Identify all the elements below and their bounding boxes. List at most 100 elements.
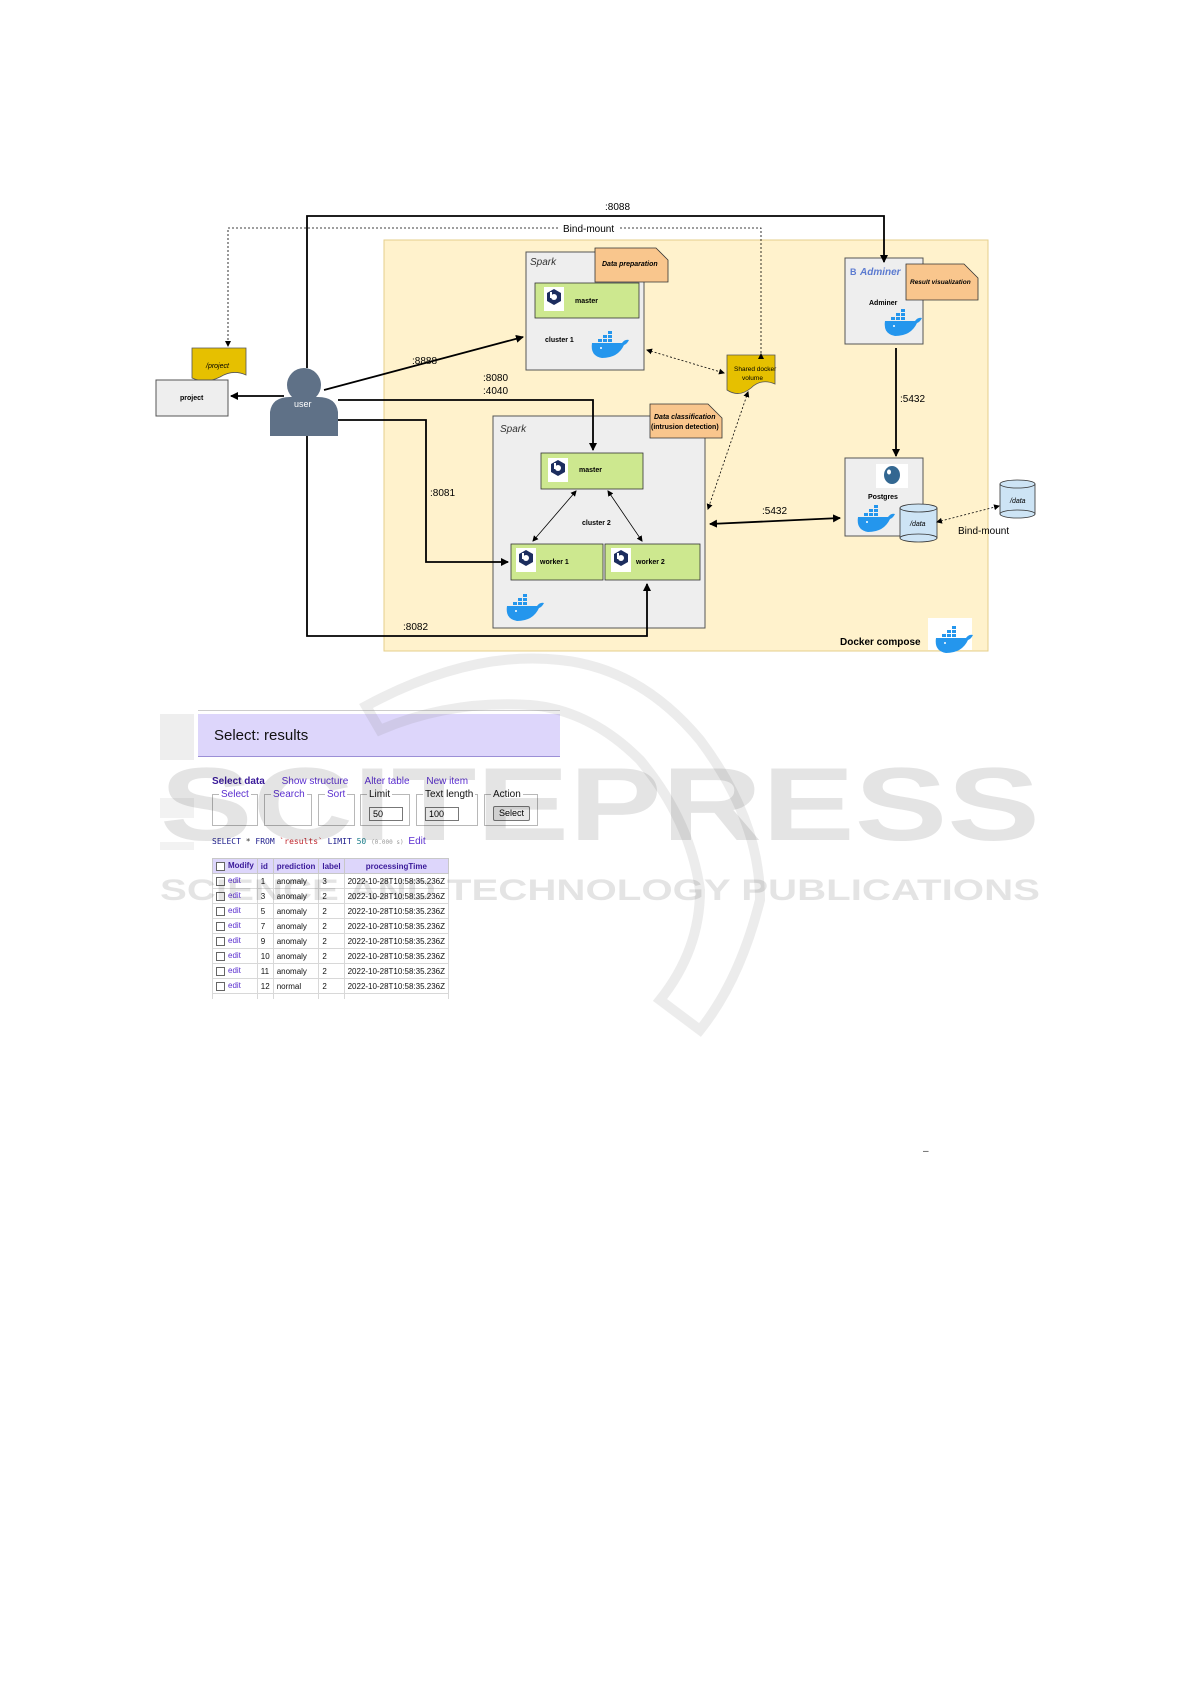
row-checkbox[interactable] xyxy=(216,936,225,946)
bind-mount-top: Bind-mount xyxy=(563,224,614,235)
cluster2-label: cluster 2 xyxy=(582,520,611,527)
cell-id: 7 xyxy=(256,918,274,934)
project-box xyxy=(155,379,229,417)
row-checkbox[interactable] xyxy=(216,921,225,931)
link-select-data[interactable]: Select data xyxy=(212,776,265,787)
row-edit-link[interactable]: edit xyxy=(228,981,241,991)
cell-prediction: anomaly xyxy=(272,888,320,904)
cell-label: 2 xyxy=(318,888,345,904)
shared-volume-line2: volume xyxy=(742,375,763,382)
sql-edit-link[interactable]: Edit xyxy=(408,836,426,847)
port-8888: :8888 xyxy=(412,356,437,367)
col-prediction[interactable]: prediction xyxy=(272,858,320,874)
cell-label: 2 xyxy=(318,933,345,949)
cluster1-note xyxy=(594,247,669,283)
row-modify-cell: edit xyxy=(212,948,258,964)
row-edit-link[interactable]: edit xyxy=(228,891,241,901)
cluster2-note xyxy=(649,403,723,439)
link-show-structure[interactable]: Show structure xyxy=(281,776,349,787)
cell-processing-time: 2022-10-28T10:58:35.236Z xyxy=(343,933,450,949)
port-8080: :8080 xyxy=(483,373,508,384)
col-id[interactable]: id xyxy=(256,858,274,874)
row-checkbox[interactable] xyxy=(216,981,225,991)
adminer-logo: Adminer xyxy=(859,267,902,278)
cell-processing-time: 2022-10-28T10:58:35.236Z xyxy=(343,873,450,889)
row-edit-link[interactable]: edit xyxy=(228,906,241,916)
search-legend[interactable]: Search xyxy=(271,789,307,800)
page-title: Select: results xyxy=(214,727,309,744)
row-edit-link[interactable]: edit xyxy=(228,951,241,961)
sql-query: SELECT * FROM `results` LIMIT 50 (0.000 … xyxy=(212,836,426,847)
row-edit-link[interactable]: edit xyxy=(228,876,241,886)
cell-label: 2 xyxy=(318,903,345,919)
cell-id: 12 xyxy=(256,978,274,994)
shared-volume-line1: Shared docker xyxy=(734,366,777,373)
cell-id: 5 xyxy=(256,903,274,919)
port-8082: :8082 xyxy=(403,622,428,633)
postgres-data-inner: /data xyxy=(909,521,926,528)
cell-prediction: anomaly xyxy=(272,918,320,934)
worker2-label: worker 2 xyxy=(635,559,665,566)
cell-id: 11 xyxy=(256,963,274,979)
cell-prediction: anomaly xyxy=(272,903,320,919)
limit-fieldset: Limit 50 xyxy=(360,789,410,826)
row-modify-cell: edit xyxy=(212,903,258,919)
select-legend[interactable]: Select xyxy=(219,789,251,800)
row-edit-link[interactable]: edit xyxy=(228,936,241,946)
link-alter-table[interactable]: Alter table xyxy=(364,776,410,787)
adminer-menu-strip xyxy=(160,714,194,760)
row-modify-cell: edit xyxy=(212,888,258,904)
cell-prediction: anomaly xyxy=(272,873,320,889)
cluster2-note-line1: Data classification xyxy=(654,414,715,421)
cell-processing-time: 2022-10-28T10:58:35.236Z xyxy=(343,978,450,994)
select-all-checkbox[interactable] xyxy=(216,861,225,871)
docker-compose-label: Docker compose xyxy=(840,637,921,648)
select-fieldset[interactable]: Select xyxy=(212,789,258,826)
row-modify-cell: edit xyxy=(212,963,258,979)
cell-processing-time: 2022-10-28T10:58:35.236Z xyxy=(343,918,450,934)
postgres-label: Postgres xyxy=(868,494,898,501)
cell-id: 10 xyxy=(256,948,274,964)
cell-processing-time: 2022-10-28T10:58:35.236Z xyxy=(343,963,450,979)
cell-processing-time: 2022-10-28T10:58:35.236Z xyxy=(343,948,450,964)
col-modify[interactable]: Modify xyxy=(212,858,258,874)
text-length-input[interactable]: 100 xyxy=(425,807,459,821)
action-fieldset: Action Select xyxy=(484,789,538,826)
port-4040: :4040 xyxy=(483,386,508,397)
worker1-label: worker 1 xyxy=(539,559,569,566)
col-label[interactable]: label xyxy=(318,858,345,874)
project-box-label: project xyxy=(180,395,204,402)
sort-legend[interactable]: Sort xyxy=(325,789,348,800)
cluster2-box xyxy=(492,415,706,629)
text-length-fieldset: Text length 100 xyxy=(416,789,478,826)
row-modify-cell: edit xyxy=(212,873,258,889)
row-checkbox[interactable] xyxy=(216,891,225,901)
adminer-note-text: Result visualization xyxy=(910,279,971,286)
limit-legend: Limit xyxy=(367,789,393,800)
row-checkbox[interactable] xyxy=(216,906,225,916)
link-new-item[interactable]: New item xyxy=(426,776,469,787)
row-checkbox[interactable] xyxy=(216,966,225,976)
cell-processing-time: 2022-10-28T10:58:35.236Z xyxy=(343,903,450,919)
row-modify-cell: edit xyxy=(212,918,258,934)
cell-id: 1 xyxy=(256,873,274,889)
row-checkbox[interactable] xyxy=(216,876,225,886)
select-button[interactable]: Select xyxy=(493,806,531,821)
sort-fieldset[interactable]: Sort xyxy=(318,789,355,826)
port-8081: :8081 xyxy=(430,488,455,499)
cluster2-note-line2: (intrusion detection) xyxy=(651,424,719,431)
row-edit-link[interactable]: edit xyxy=(228,921,241,931)
limit-input[interactable]: 50 xyxy=(369,807,403,821)
col-processing-time[interactable]: processingTime xyxy=(343,858,450,874)
search-fieldset[interactable]: Search xyxy=(264,789,312,826)
row-checkbox[interactable] xyxy=(216,951,225,961)
row-modify-cell: edit xyxy=(212,978,258,994)
cluster1-master-label: master xyxy=(575,298,598,305)
cell-label: 3 xyxy=(318,873,345,889)
row-edit-link[interactable]: edit xyxy=(228,966,241,976)
